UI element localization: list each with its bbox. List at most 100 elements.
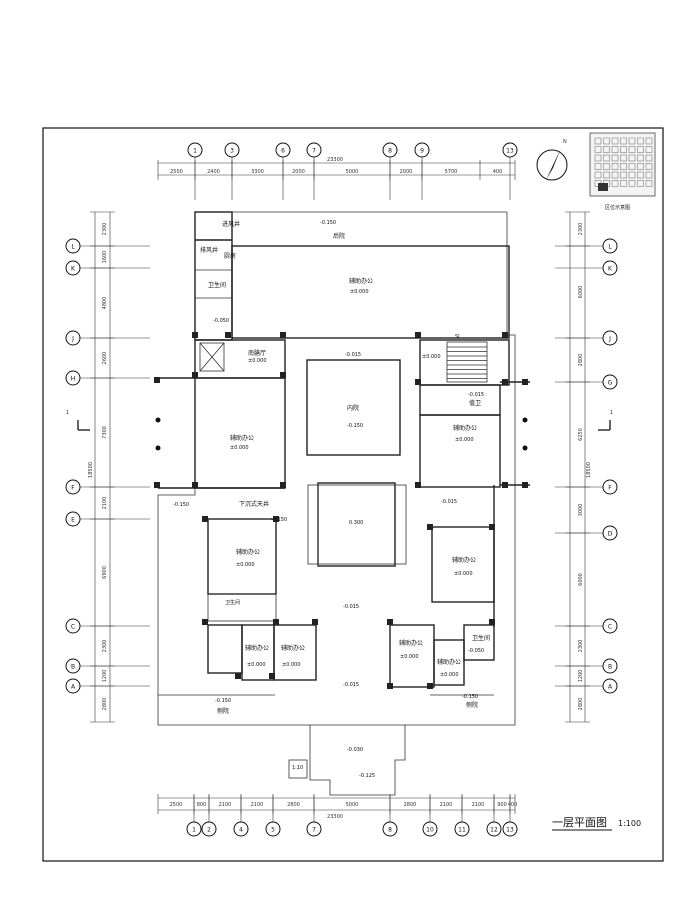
svg-text:1: 1 [66,410,69,416]
left-dim-seg: 1600 [102,251,108,264]
office-right-small-a-level: ±0.000 [400,654,419,660]
back-courtyard-level: -0.150 [320,220,336,226]
left-dim-seg: 2300 [102,640,108,653]
wc-right-level: -0.050 [468,648,484,654]
drawing-scale: 1:100 [618,819,641,828]
kitchen-label: 厨房 [224,252,236,260]
grid-right-J: J [602,330,618,346]
grid-left-C: C [65,618,81,634]
corridor-level: -0.015 [343,604,359,610]
right-corridor-level: -0.015 [441,499,457,505]
drawing-title: 一层平面图 [552,816,607,829]
grid-right-D: D [602,525,618,541]
grid-right-K-label: K [608,266,613,273]
grid-bottom-5-label: 5 [271,827,275,834]
office-right-small-b-label: 辅助办公 [437,658,461,666]
north-arrow: N [536,139,568,181]
office-left-level: ±0.000 [230,445,249,451]
grid-left-E-label: E [71,517,75,524]
office-left-label: 辅助办公 [230,434,254,442]
right-dim-seg: 6000 [578,286,584,299]
pavilion-level: 0.300 [349,520,363,526]
grid-right-K: K [602,260,618,276]
grid-bottom-2-label: 2 [207,827,211,834]
grid-top-6-label: 6 [281,148,285,155]
grid-left-E: E [65,511,81,527]
bottom-dim-seg: 800 [197,802,207,808]
office-small-b-label: 辅助办公 [281,644,305,652]
office-right-small-b-level: ±0.000 [440,672,459,678]
section-marker-left: 1 [66,410,90,431]
outside-level: -0.125 [359,773,375,779]
side-court-right-label: 侧院 [466,701,478,709]
bottom-dim-seg: 2100 [251,802,264,808]
north-label: N [563,139,567,145]
guard-level: -0.015 [468,392,484,398]
bottom-dim-seg: 2100 [472,802,485,808]
grid-right-D-label: D [608,531,613,538]
grid-top-3-label: 3 [230,148,234,155]
grid-right-J-label: J [608,336,611,343]
grid-top-6: 6 [275,142,291,158]
grid-bottom-2: 2 [201,821,217,837]
ramp-label: 1:10 [292,765,303,771]
grid-bottom-7-label: 7 [312,827,316,834]
grid-right-A-label: A [608,684,613,691]
grid-right-L: L [602,238,618,254]
right-dim-seg: 2300 [578,223,584,236]
grid-top-8: 8 [382,142,398,158]
sunken-level: -0.150 [271,517,287,523]
right-dim-seg: 2800 [578,354,584,367]
bottom-dim-seg: 2800 [287,802,300,808]
left-dim-seg: 2100 [102,497,108,510]
grid-right-B: B [602,658,618,674]
grid-bottom-13-label: 13 [506,827,514,834]
bottom-dim-seg: 900 [497,802,507,808]
top-dim-seg: 5700 [445,169,458,175]
left-dim-seg: 6900 [102,566,108,579]
left-dim-seg: 2600 [102,352,108,365]
wc-mid-label: 卫生间 [225,599,240,606]
grid-bottom-1-label: 1 [192,827,196,834]
grid-left-F-label: F [71,485,75,492]
wc-left-level: -0.050 [213,318,229,324]
side-court-left-label: 侧院 [217,707,229,715]
grid-bottom-12: 12 [486,821,502,837]
grid-top-13-label: 13 [506,148,514,155]
exhaust-shaft-label: 排风井 [200,246,218,254]
bottom-dim-seg: 400 [508,802,518,808]
top-dim-seg: 2400 [207,169,220,175]
bottom-dim-seg: 5000 [346,802,359,808]
grid-left-C-label: C [71,624,75,631]
room-labels: -0.150 后院 辅助办公 ±0.000 进风井 排风井 厨房 卫生间 -0.… [173,220,490,779]
top-dim-seg: 2500 [170,169,183,175]
bottom-dim-seg: 2100 [219,802,232,808]
grid-bottom-1: 1 [186,821,202,837]
right-dimensions: 18500 2300600028006250300060002300120028… [565,211,592,723]
grid-right-C: C [602,618,618,634]
grid-bottom-7: 7 [306,821,322,837]
office-top-level: ±0.000 [350,289,369,295]
building-walls [157,211,530,796]
right-dim-seg: 2300 [578,640,584,653]
left-dim-seg: 2300 [102,223,108,236]
grid-left-F: F [65,479,81,495]
left-dim-seg: 7300 [102,426,108,439]
left-dim-seg: 4800 [102,297,108,310]
back-courtyard-label: 后院 [333,232,345,240]
grid-left-B-label: B [71,664,75,671]
side-court-right-level: -0.150 [462,694,478,700]
top-dim-seg: 5000 [346,169,359,175]
grid-top-3: 3 [224,142,240,158]
stair-mark: SL [455,334,461,340]
entry-level: -0.015 [343,682,359,688]
grid-right-L-label: L [608,244,612,251]
office-right-mid-level: ±0.000 [454,571,473,577]
keymap-label: 区位示意图 [605,204,630,211]
grid-left-J: J [65,330,81,346]
tea-room-label: 南膳厅 [248,349,266,357]
